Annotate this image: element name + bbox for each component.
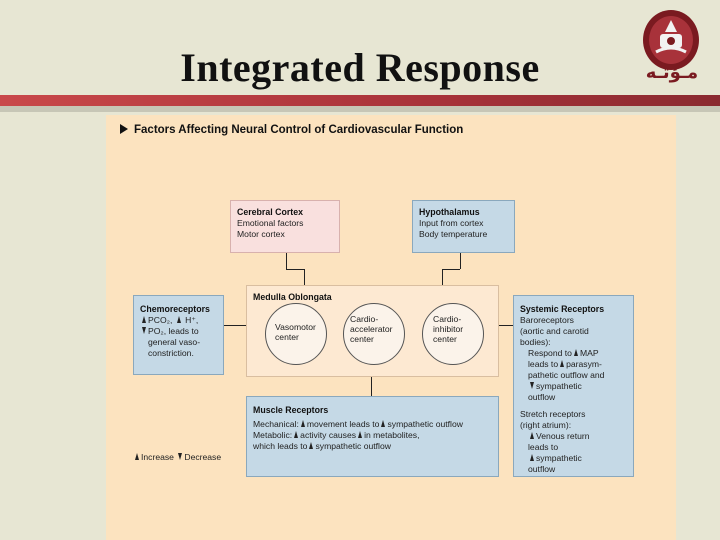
increase-arrow-icon	[142, 316, 146, 323]
title-underline-gray	[0, 106, 720, 112]
decrease-arrow-icon	[178, 453, 183, 460]
legend: Increase Decrease	[133, 451, 221, 463]
increase-arrow-icon	[530, 432, 534, 439]
cerebral-cortex-box: Cerebral Cortex Emotional factors Motor …	[230, 200, 340, 253]
decrease-arrow-icon	[530, 382, 534, 389]
figure: Factors Affecting Neural Control of Card…	[106, 115, 676, 540]
chemoreceptors-box: Chemoreceptors PCO₂, H⁺, PO₂, leads to g…	[133, 295, 224, 375]
logo-text: مـؤتـه	[645, 62, 699, 83]
connector-cortex-v2	[304, 269, 305, 285]
connector-hypothalamus-v2	[442, 269, 443, 285]
university-logo	[643, 10, 699, 70]
connector-hypothalamus-h	[442, 269, 460, 270]
increase-arrow-icon	[135, 453, 139, 460]
increase-arrow-icon	[530, 454, 534, 461]
connector-cortex	[286, 253, 287, 269]
connector-muscle	[371, 377, 372, 396]
cardioinhibitor-center: Cardio- inhibitor center	[422, 303, 484, 365]
connector-cortex-h	[286, 269, 304, 270]
connector-hypothalamus	[460, 253, 461, 269]
bullet-triangle-icon	[120, 124, 128, 134]
connector-systemic	[499, 325, 513, 326]
increase-arrow-icon	[573, 349, 578, 356]
increase-arrow-icon	[176, 316, 181, 323]
hypothalamus-box: Hypothalamus Input from cortex Body temp…	[412, 200, 515, 253]
vasomotor-center: Vasomotor center	[265, 303, 327, 365]
legend-decrease: Decrease	[176, 452, 221, 462]
increase-arrow-icon	[300, 420, 305, 427]
connector-chemo	[224, 325, 246, 326]
decrease-arrow-icon	[142, 327, 146, 334]
legend-increase: Increase	[133, 452, 174, 462]
muscle-receptors-box: Muscle Receptors Mechanical:movement lea…	[246, 396, 499, 477]
increase-arrow-icon	[381, 420, 386, 427]
increase-arrow-icon	[294, 431, 299, 438]
cardioaccelerator-center: Cardio- accelerator center	[343, 303, 405, 365]
slide-title: Integrated Response	[180, 45, 540, 90]
title-underline-red	[0, 95, 720, 106]
systemic-receptors-box: Systemic Receptors Baroreceptors (aortic…	[513, 295, 634, 477]
figure-title: Factors Affecting Neural Control of Card…	[120, 124, 463, 136]
increase-arrow-icon	[560, 360, 565, 367]
increase-arrow-icon	[358, 431, 363, 438]
increase-arrow-icon	[309, 442, 314, 449]
